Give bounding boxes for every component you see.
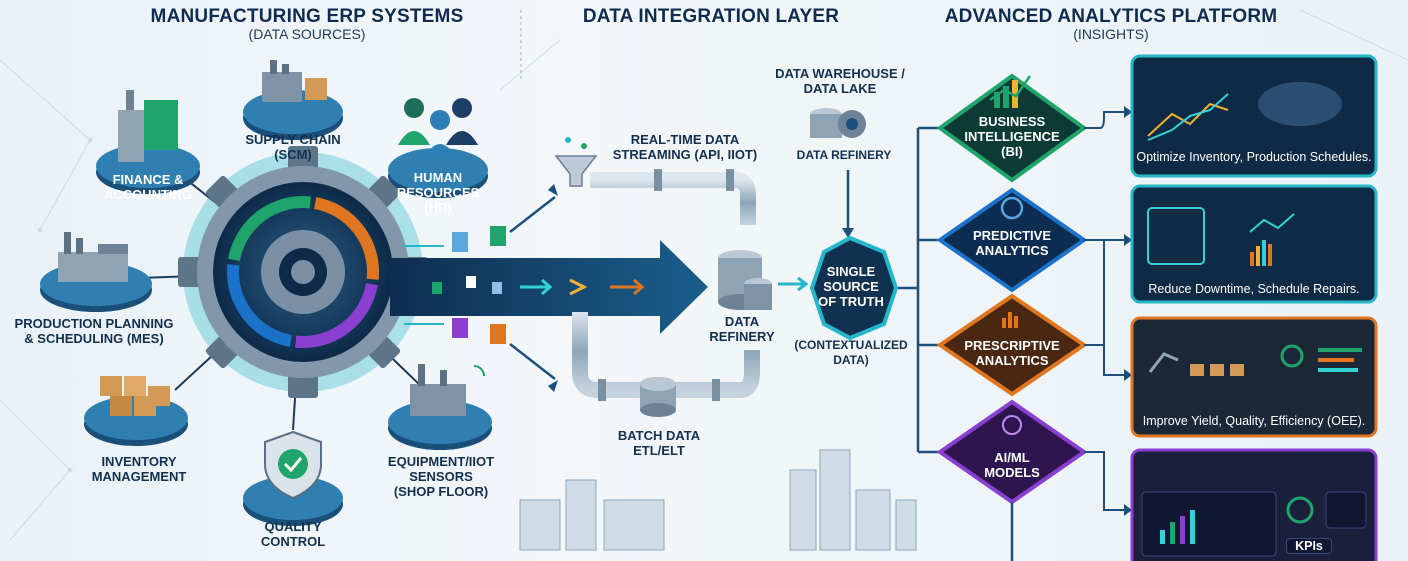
prescriptive-graphics — [1148, 344, 1362, 376]
bi-diamond — [936, 73, 1088, 183]
batch-database-icon — [640, 377, 676, 417]
source-node-quality — [243, 430, 343, 526]
batch-connector — [509, 343, 556, 380]
header-erp-title: MANUFACTURING ERP SYSTEMS — [150, 6, 464, 27]
caption-prescriptive: Improve Yield, Quality, Efficiency (OEE)… — [1142, 414, 1366, 428]
bottom-skyline — [519, 449, 917, 551]
streaming-pipe — [554, 137, 756, 225]
prescriptive-chart-icon — [1002, 312, 1018, 328]
header-analytics-subtitle: (INSIGHTS) — [1073, 26, 1149, 42]
aiml-brain-icon — [1002, 415, 1022, 435]
predictive-magnifier-icon — [1000, 196, 1024, 220]
label-scm: SUPPLY CHAIN(SCM) — [245, 132, 341, 162]
bi-line-chart — [1147, 82, 1342, 141]
prescriptive-diamond — [936, 293, 1088, 397]
aiml-graphics — [1141, 491, 1367, 557]
warehouse-icon — [810, 108, 866, 138]
source-node-hr — [388, 98, 488, 198]
label-mes: PRODUCTION PLANNING& SCHEDULING (MES) — [14, 316, 174, 346]
funnel-icon — [554, 155, 598, 187]
bi-chart-icon — [989, 75, 1032, 108]
source-node-scm — [243, 60, 343, 140]
label-finance: FINANCE &ACCOUNTING — [103, 172, 193, 202]
panel-predictive — [1130, 184, 1378, 304]
source-node-finance — [96, 90, 200, 194]
header-integration-title: DATA INTEGRATION LAYER — [582, 6, 840, 27]
stream-connector — [509, 196, 556, 233]
label-warehouse: DATA WAREHOUSE /DATA LAKE — [775, 66, 905, 96]
ssot-hexagon — [809, 235, 899, 341]
panel-prescriptive — [1130, 316, 1378, 438]
source-node-mes — [40, 232, 152, 312]
erp-hub-gear — [178, 146, 428, 398]
analytics-bracket — [898, 126, 940, 454]
predictive-graphics — [1147, 207, 1295, 266]
source-node-equipment — [388, 364, 492, 450]
header-analytics-title: ADVANCED ANALYTICS PLATFORM — [944, 6, 1278, 27]
refinery-database-icon — [718, 250, 772, 310]
source-node-inventory — [84, 376, 188, 446]
arrow-flow-marks — [432, 276, 645, 296]
kpi-badge: KPIs — [1286, 538, 1332, 554]
predictive-diamond — [936, 187, 1088, 293]
caption-predictive: Reduce Downtime, Schedule Repairs. — [1148, 282, 1360, 296]
header-erp-subtitle: (DATA SOURCES) — [248, 26, 366, 42]
label-warehouse-refinery: DATA REFINERY — [796, 148, 892, 162]
panel-connectors — [1084, 111, 1128, 511]
background-network — [0, 9, 1408, 541]
caption-bi: Optimize Inventory, Production Schedules… — [1136, 150, 1372, 164]
document-icons — [404, 226, 506, 344]
